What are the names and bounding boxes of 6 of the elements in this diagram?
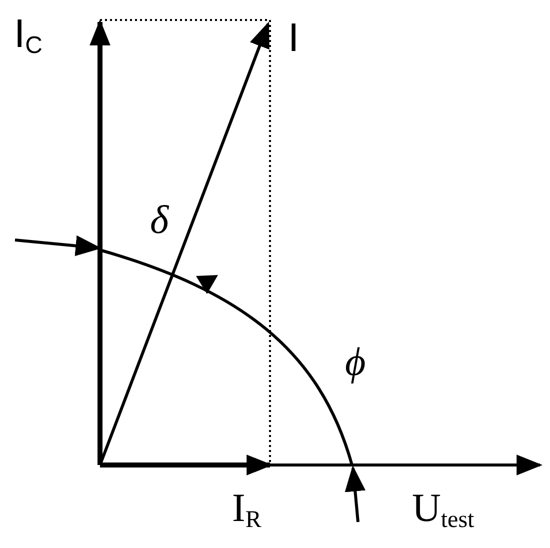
angle-label: δ bbox=[150, 200, 169, 240]
axis-label: U$_{test}$ bbox=[412, 488, 474, 532]
phasor-label: I$_{C}$ bbox=[14, 14, 42, 58]
phasor-label: I$_{R}$ bbox=[232, 488, 262, 532]
phasor-label: I bbox=[288, 18, 300, 58]
angle-label: ϕ bbox=[345, 342, 366, 382]
